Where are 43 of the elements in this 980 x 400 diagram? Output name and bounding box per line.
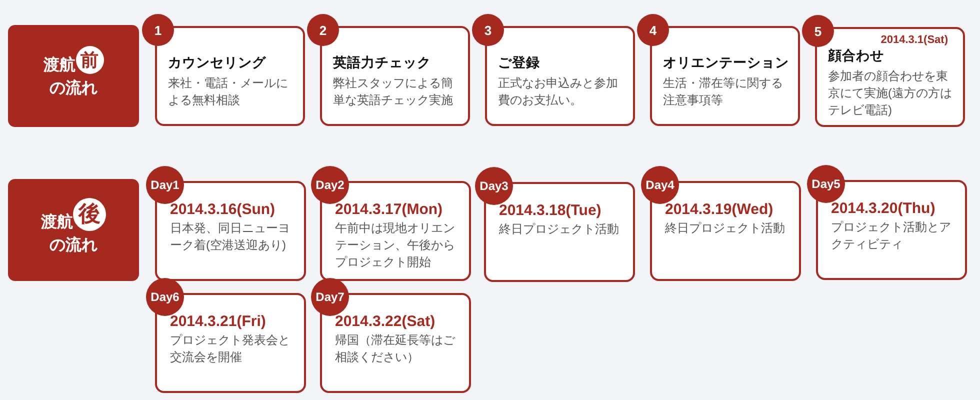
highlight-circle: 前 [76, 46, 104, 74]
step-number-badge: 1 [142, 14, 174, 46]
section-label: 渡航 [44, 56, 76, 75]
day-number-badge: Day1 [146, 166, 184, 204]
step-description: 来社・電話・メールによる無料相談 [168, 75, 289, 109]
step-title: 顔合わせ [828, 47, 884, 65]
day-description: 終日プロジェクト活動 [499, 221, 619, 238]
step-card [815, 27, 965, 127]
section-label: の流れ [50, 236, 98, 254]
highlight-circle: 後 [73, 198, 106, 230]
day-number-badge: Day3 [475, 167, 513, 205]
step-description: 弊社スタッフによる簡単な英語チェック実施 [333, 75, 454, 109]
day-description: 終日プロジェクト活動 [665, 220, 785, 237]
step-number-badge: 4 [637, 14, 669, 46]
step-number-badge: 3 [472, 14, 504, 46]
section-label-panel [8, 179, 139, 281]
step-description: 正式なお申込みと参加費のお支払い。 [498, 75, 619, 109]
step-description: 参加者の顔合わせを東京にて実施(遠方の方はテレビ電話) [828, 68, 953, 119]
section-label: の流れ [50, 79, 98, 98]
step-title: カウンセリング [168, 54, 266, 72]
day-number-badge: Day6 [146, 278, 184, 316]
section-label-panel [8, 25, 139, 127]
day-number-badge: Day5 [807, 165, 845, 203]
date-label: 2014.3.1(Sat) [880, 33, 948, 47]
day-description: 日本発、同日ニューヨーク着(空港送迎あり) [170, 220, 291, 254]
day-number-badge: Day4 [641, 166, 679, 204]
step-title: オリエンテーション [663, 54, 789, 72]
day-description: 帰国（滞在延長等はご相談ください） [335, 332, 456, 366]
step-card [155, 26, 305, 126]
step-description: 生活・滞在等に関する注意事項等 [663, 75, 784, 109]
day-description: プロジェクト発表会と交流会を開催 [170, 332, 291, 366]
step-title: ご登録 [498, 54, 540, 72]
step-card [650, 26, 800, 126]
day-number-badge: Day7 [311, 278, 349, 316]
section-label: 渡航 [41, 212, 73, 232]
day-description: 午前中は現地オリエンテーション、午後からプロジェクト開始 [335, 220, 456, 271]
day-description: プロジェクト活動とアクティビティ [831, 219, 952, 253]
step-title: 英語力チェック [333, 54, 431, 72]
step-number-badge: 5 [802, 15, 834, 47]
step-card [485, 26, 635, 126]
step-number-badge: 2 [307, 14, 339, 46]
step-card [320, 26, 470, 126]
day-number-badge: Day2 [311, 166, 349, 204]
